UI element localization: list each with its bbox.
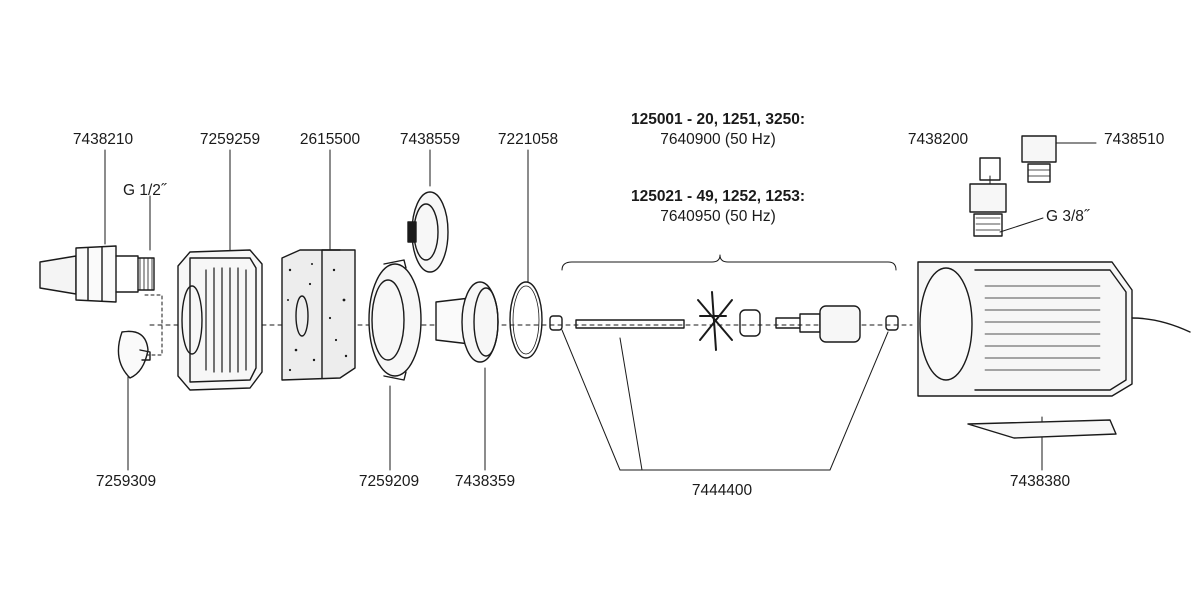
part-label-foam: 2615500 xyxy=(299,131,361,148)
part-label-cap: 7438510 xyxy=(1104,131,1165,148)
hose-fitting-left xyxy=(39,245,155,303)
part-label-seal-top: 7438559 xyxy=(399,131,461,148)
bearing-housing xyxy=(435,281,499,363)
part-label-rotor-kit: 7444400 xyxy=(691,482,753,499)
part-label-pump-cover: 7259209 xyxy=(358,473,420,490)
suction-cup xyxy=(117,330,151,379)
outlet-cap xyxy=(1021,135,1057,183)
shaft-seal xyxy=(407,191,449,273)
rotor-note-rotor-a: 7640900 (50 Hz) xyxy=(660,131,776,148)
mount-plate xyxy=(967,419,1117,439)
pump-motor-housing xyxy=(917,261,1191,397)
hose-fitting-right xyxy=(969,157,1007,237)
rotor-note-rotor-b: 7640950 (50 Hz) xyxy=(660,208,776,225)
prefilter-cage xyxy=(177,249,263,391)
part-label-fitting-left: 7438210 xyxy=(72,131,134,148)
foam-filter xyxy=(281,249,356,381)
rotor-note-model-a: 125001 - 20, 1251, 3250: xyxy=(630,111,806,128)
part-label-o-ring: 7221058 xyxy=(497,131,559,148)
o-ring xyxy=(509,281,543,359)
thread-label-right: G 3/8˝ xyxy=(1046,208,1090,225)
cup-dashed-link xyxy=(144,294,163,356)
part-label-prefilter-cage: 7259259 xyxy=(199,131,261,148)
part-label-mount-plate: 7438380 xyxy=(1009,473,1071,490)
pump-cover xyxy=(368,259,422,381)
rotor-kit xyxy=(549,291,899,351)
part-label-suction-cup: 7259309 xyxy=(95,473,157,490)
rotor-note-model-b: 125021 - 49, 1252, 1253: xyxy=(630,188,806,205)
part-label-fitting-right: 7438200 xyxy=(907,131,969,148)
thread-label-left: G 1/2˝ xyxy=(123,182,167,199)
part-label-bearing-housing: 7438359 xyxy=(454,473,516,490)
